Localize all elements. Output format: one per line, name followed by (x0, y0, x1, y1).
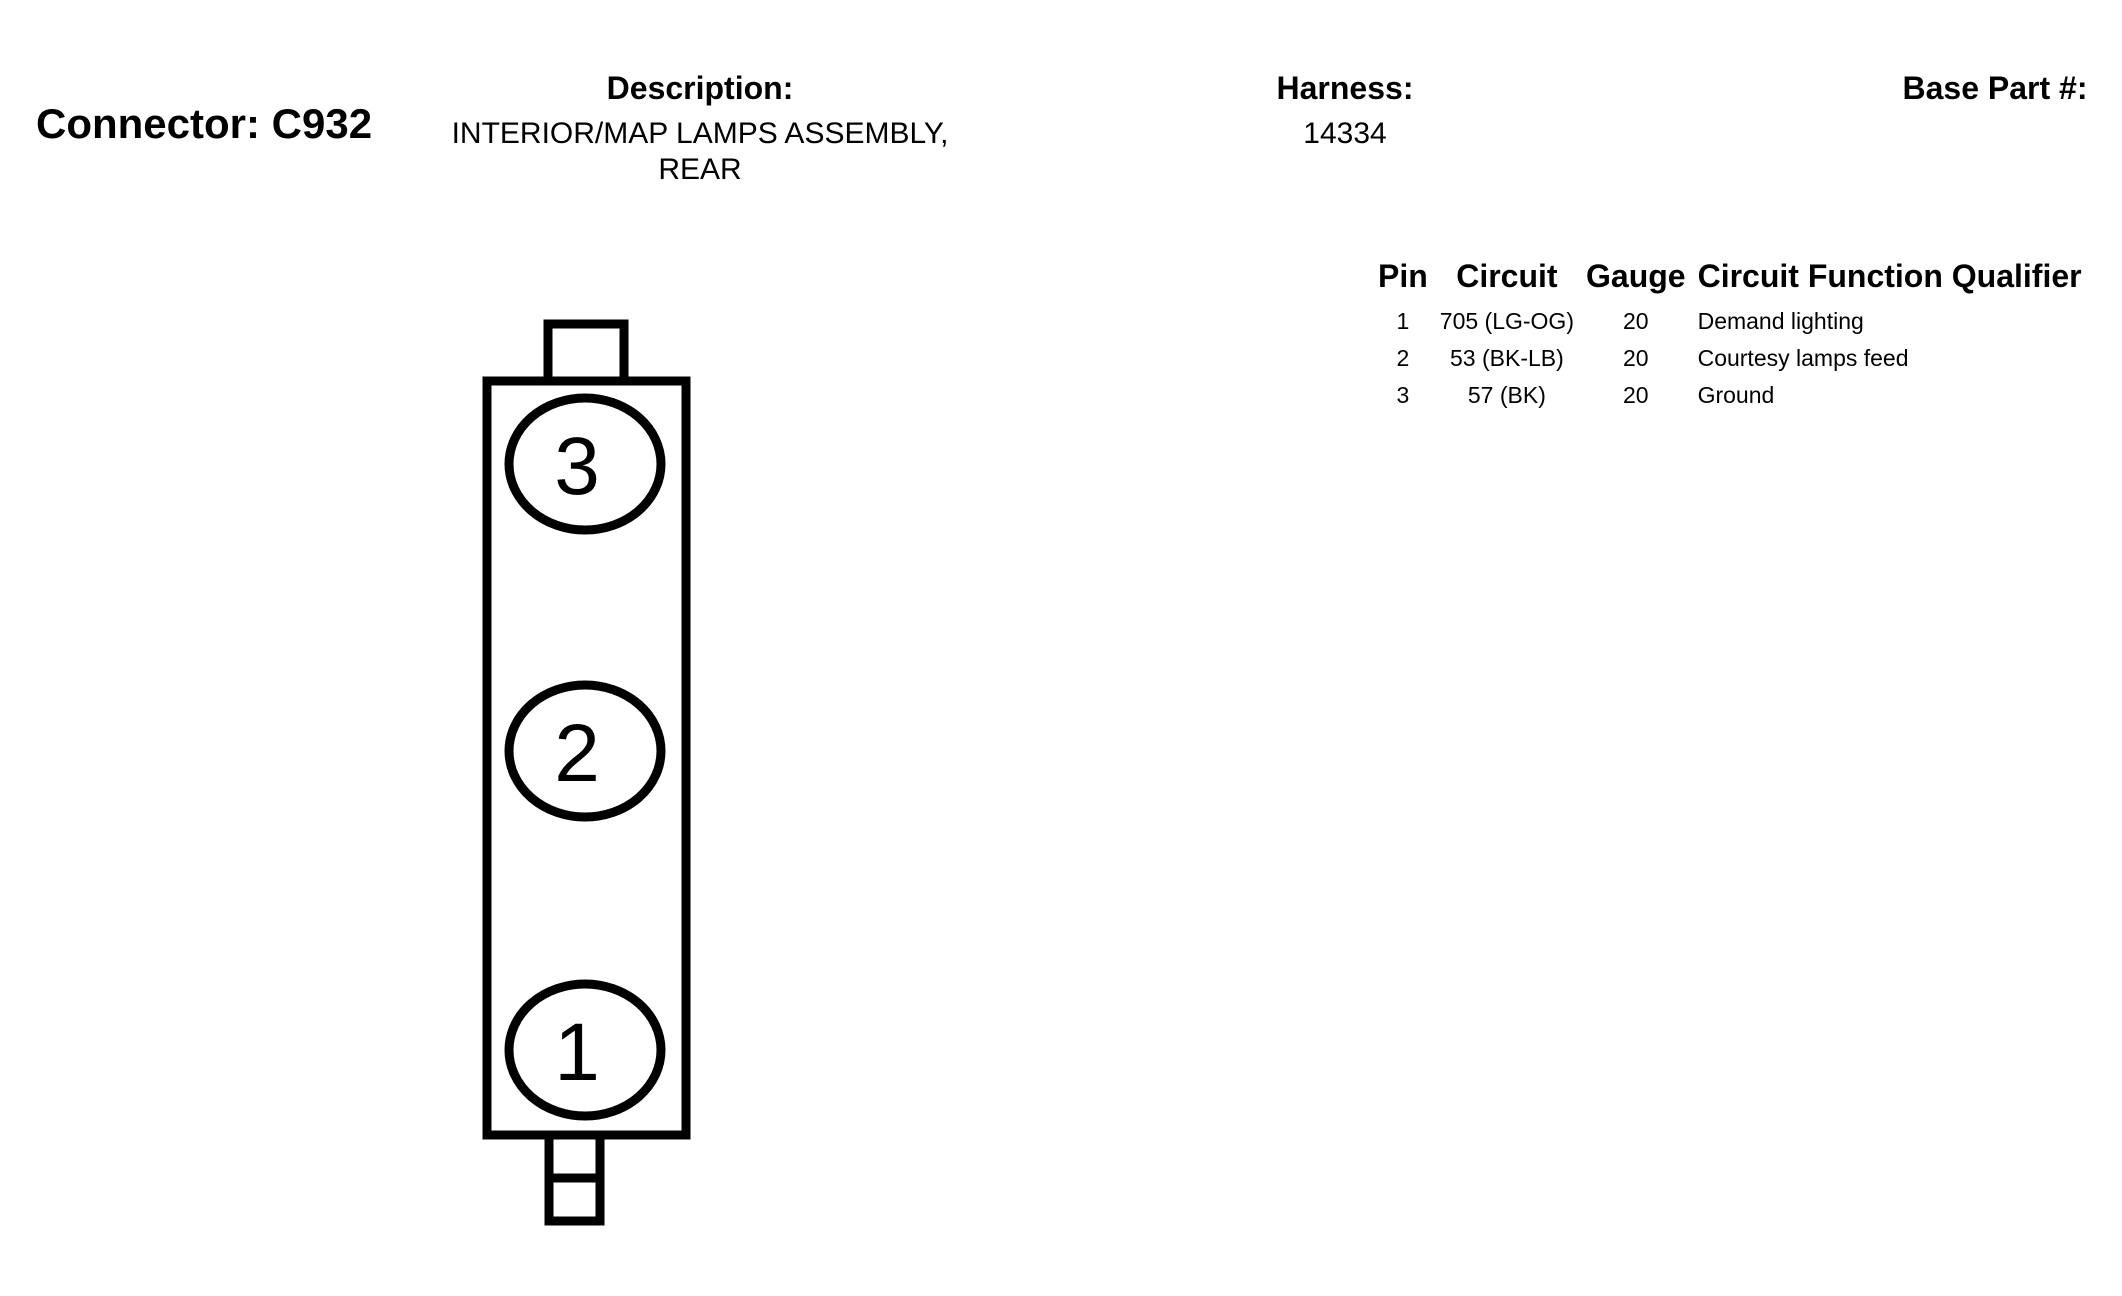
gauge-header: Gauge (1586, 258, 1686, 294)
pin-1-terminal (504, 979, 666, 1121)
circuit-cell: 57 (BK) (1467, 382, 1546, 408)
pin-3-terminal (504, 393, 666, 535)
harness-label: Harness: (1276, 70, 1414, 106)
circuit-header: Circuit (1456, 258, 1558, 294)
table-row: 2 53 (BK-LB) 20 Courtesy lamps feed (1372, 340, 2088, 377)
gauge-cell: 20 (1622, 382, 1649, 408)
pin-2-terminal (504, 680, 666, 822)
description-line-1: INTERIOR/MAP LAMPS ASSEMBLY, (451, 117, 949, 150)
pin-table: Pin Circuit Gauge Circuit Function Quali… (1372, 258, 2088, 414)
function-cell: Ground (1697, 382, 1775, 408)
harness-value: 14334 (1303, 117, 1387, 150)
gauge-cell: 20 (1622, 345, 1649, 371)
description-line-2: REAR (658, 153, 742, 186)
pin-cell: 1 (1396, 308, 1410, 334)
pin-header: Pin (1378, 258, 1428, 294)
gauge-cell: 20 (1622, 308, 1649, 334)
pin-1-label: 1 (554, 1007, 600, 1098)
pin-cell: 2 (1396, 345, 1410, 371)
function-cell: Courtesy lamps feed (1697, 345, 1909, 371)
table-row: 3 57 (BK) 20 Ground (1372, 377, 2088, 414)
base-part-label: Base Part #: (1902, 70, 2088, 106)
table-row: 1 705 (LG-OG) 20 Demand lighting (1372, 303, 2088, 340)
pin-3-label: 3 (554, 421, 600, 512)
pin-table-header-row: Pin Circuit Gauge Circuit Function Quali… (1372, 258, 2088, 303)
connector-top-tab (543, 319, 629, 386)
function-cell: Demand lighting (1697, 308, 1864, 334)
function-header: Circuit Function Qualifier (1697, 258, 2082, 294)
circuit-cell: 705 (LG-OG) (1439, 308, 1574, 334)
description-label: Description: (606, 70, 794, 106)
circuit-cell: 53 (BK-LB) (1450, 345, 1564, 371)
connector-title: Connector: C932 (36, 100, 373, 147)
description-value: INTERIOR/MAP LAMPS ASSEMBLY, REAR (420, 116, 980, 188)
pin-2-label: 2 (554, 708, 600, 799)
pin-cell: 3 (1396, 382, 1410, 408)
